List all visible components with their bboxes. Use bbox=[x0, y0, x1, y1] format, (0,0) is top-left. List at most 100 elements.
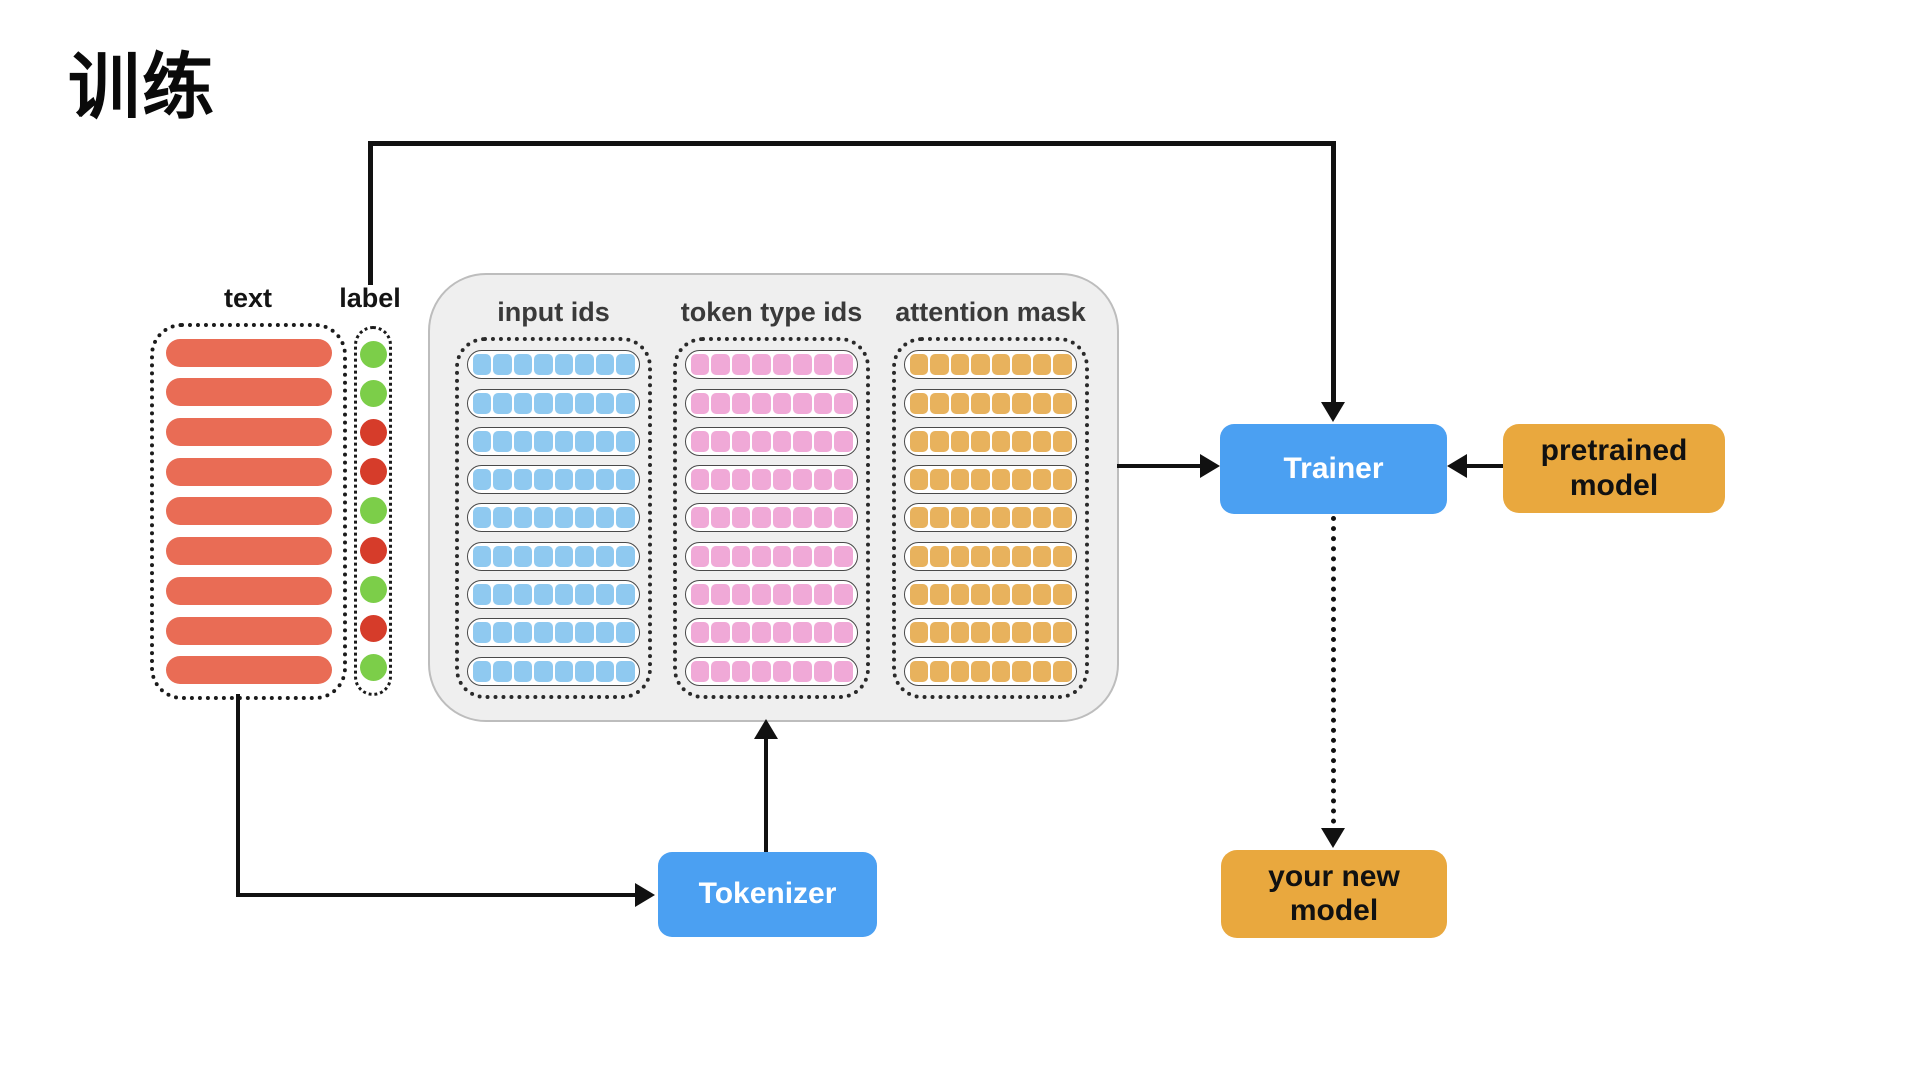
connector-batch-to-trainer bbox=[1117, 464, 1205, 468]
token-cell bbox=[575, 507, 594, 529]
token-cell bbox=[834, 507, 853, 529]
connector-tokenizer-up bbox=[764, 738, 768, 852]
token-row-pill bbox=[685, 618, 858, 648]
token-cell bbox=[1012, 354, 1031, 376]
your-new-model-label: your new model bbox=[1268, 859, 1400, 928]
token-cell bbox=[971, 430, 990, 452]
token-cell bbox=[690, 354, 709, 376]
token-cell bbox=[909, 545, 928, 567]
token-cell bbox=[731, 622, 750, 644]
token-cell bbox=[575, 392, 594, 414]
token-cell bbox=[534, 507, 553, 529]
token-cell bbox=[731, 507, 750, 529]
token-cell bbox=[595, 354, 614, 376]
token-cell bbox=[554, 354, 573, 376]
token-cell bbox=[1053, 507, 1072, 529]
token-cell bbox=[472, 660, 491, 682]
token-row-pill bbox=[685, 388, 858, 418]
token-cell bbox=[534, 469, 553, 491]
token-cell bbox=[772, 469, 791, 491]
pretrained-model-node: pretrained model bbox=[1503, 424, 1725, 513]
token-cell bbox=[950, 469, 969, 491]
token-cell bbox=[616, 545, 635, 567]
token-cell bbox=[772, 660, 791, 682]
token-cell bbox=[909, 622, 928, 644]
arrowhead-into-batch bbox=[754, 719, 778, 739]
token-cell bbox=[493, 660, 512, 682]
text-row-bar bbox=[165, 418, 332, 447]
token-cell bbox=[711, 430, 730, 452]
token-cell bbox=[971, 469, 990, 491]
token-cell bbox=[711, 660, 730, 682]
token-cell bbox=[909, 507, 928, 529]
token-cell bbox=[752, 430, 771, 452]
token-cell bbox=[1032, 354, 1051, 376]
connector-text-down bbox=[236, 694, 240, 897]
token-row-pill bbox=[685, 503, 858, 533]
token-cell bbox=[690, 584, 709, 606]
token-cell bbox=[909, 354, 928, 376]
token-cell bbox=[554, 660, 573, 682]
token-cell bbox=[711, 584, 730, 606]
token-cell bbox=[834, 660, 853, 682]
token-cell bbox=[616, 430, 635, 452]
token-cell bbox=[1053, 392, 1072, 414]
token-cell bbox=[1053, 660, 1072, 682]
token-cell bbox=[950, 584, 969, 606]
token-cell bbox=[834, 584, 853, 606]
token-cell bbox=[1032, 660, 1051, 682]
token-cell bbox=[1032, 545, 1051, 567]
token-cell bbox=[793, 507, 812, 529]
token-cell bbox=[554, 430, 573, 452]
token-cell bbox=[554, 392, 573, 414]
label-column-box bbox=[354, 326, 392, 696]
token-cell bbox=[554, 507, 573, 529]
label-dot-red bbox=[359, 458, 387, 486]
token-cell bbox=[772, 507, 791, 529]
token-cell bbox=[772, 545, 791, 567]
token-cell bbox=[493, 469, 512, 491]
token-cell bbox=[731, 469, 750, 491]
token-cell bbox=[616, 622, 635, 644]
token-cell bbox=[909, 392, 928, 414]
label-dot-green bbox=[359, 575, 387, 603]
token-cell bbox=[1012, 507, 1031, 529]
token-cell bbox=[834, 354, 853, 376]
connector-down-to-trainer bbox=[1331, 141, 1336, 404]
text-row-bar bbox=[165, 576, 332, 605]
token-cell bbox=[472, 584, 491, 606]
token-cell bbox=[909, 469, 928, 491]
token-cell bbox=[1032, 392, 1051, 414]
token-cell bbox=[554, 584, 573, 606]
token-cell bbox=[472, 430, 491, 452]
token-cell bbox=[1012, 622, 1031, 644]
text-row-bar bbox=[165, 338, 332, 367]
token-row-pill bbox=[467, 580, 640, 610]
token-cell bbox=[493, 354, 512, 376]
token-cell bbox=[950, 660, 969, 682]
token-cell bbox=[971, 622, 990, 644]
token-row-pill bbox=[685, 426, 858, 456]
label-dot-green bbox=[359, 380, 387, 408]
token-cell bbox=[813, 430, 832, 452]
token-cell bbox=[950, 545, 969, 567]
token-cell bbox=[731, 584, 750, 606]
token-cell bbox=[711, 392, 730, 414]
token-cell bbox=[534, 354, 553, 376]
token-cell bbox=[834, 469, 853, 491]
token-cell bbox=[1053, 584, 1072, 606]
token-cell bbox=[813, 660, 832, 682]
label-dot-red bbox=[359, 419, 387, 447]
token-cell bbox=[1053, 430, 1072, 452]
arrowhead-into-tokenizer bbox=[635, 883, 655, 907]
tokenizer-node: Tokenizer bbox=[658, 852, 877, 937]
token-cell bbox=[1053, 545, 1072, 567]
token-cell bbox=[930, 469, 949, 491]
token-row-pill bbox=[685, 656, 858, 686]
token-cell bbox=[930, 545, 949, 567]
token-cell bbox=[793, 469, 812, 491]
token-cell bbox=[711, 354, 730, 376]
token-cell bbox=[616, 660, 635, 682]
page-title: 训练 bbox=[68, 48, 217, 128]
